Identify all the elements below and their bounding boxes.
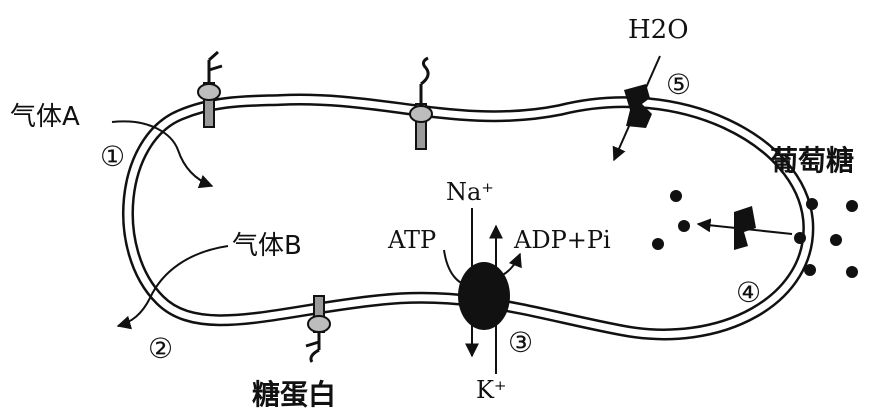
glycoprotein-top-left [197, 50, 223, 128]
adp-arrow [495, 252, 522, 279]
atp-label: ATP [387, 226, 436, 254]
glucose-label: 葡萄糖 [770, 144, 854, 177]
glucose-arrow [696, 218, 793, 235]
glycoprotein-bottom [305, 295, 331, 363]
sodium-label: Na⁺ [446, 178, 494, 206]
marker-4: ④ [736, 276, 761, 309]
gas-a-arrow [111, 120, 214, 189]
adp-pi-label: ADP+Pi [513, 226, 611, 254]
potassium-label: K⁺ [476, 376, 507, 404]
glucose-molecules [652, 190, 858, 278]
water-label: H2O [628, 15, 689, 45]
water-arrow [612, 55, 661, 162]
sodium-potassium-pump [458, 262, 510, 330]
glycoprotein-label: 糖蛋白 [252, 378, 336, 411]
cell-membrane [121, 93, 815, 341]
marker-5: ⑤ [666, 68, 691, 101]
marker-2: ② [148, 332, 173, 365]
marker-3: ③ [508, 326, 533, 359]
marker-1: ① [100, 140, 125, 173]
atp-curve [443, 249, 473, 287]
gas-a-label: 气体A [10, 102, 80, 132]
gas-b-label: 气体B [232, 231, 302, 261]
glycoprotein-top-middle [409, 56, 433, 150]
gas-b-arrow [116, 245, 229, 330]
